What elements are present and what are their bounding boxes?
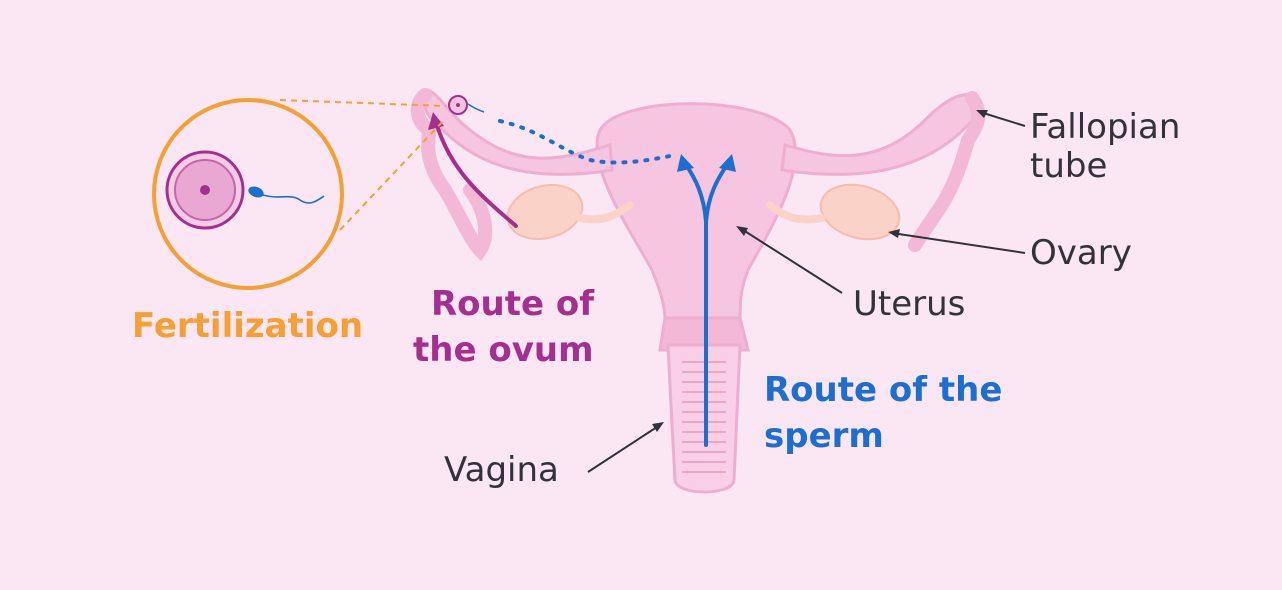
route-sperm-label: Route of the sperm: [764, 368, 1002, 460]
fallopian-tube-pointer-arrowhead: [976, 110, 988, 118]
ovum-route-arrow: [434, 120, 518, 228]
ovum-cell-icon: [165, 150, 245, 230]
route-ovum-label-line1: Route of: [431, 284, 595, 324]
right-ovarian-ligament: [766, 201, 826, 224]
zoom-line-bottom: [339, 117, 447, 231]
right-fimbriae: [908, 91, 986, 252]
uterus-pointer: [739, 227, 843, 294]
route-sperm-label-line1: Route of the: [764, 370, 1003, 410]
right-fallopian-tube: [780, 92, 982, 176]
left-ovary: [506, 184, 584, 240]
fertilization-point-nucleus: [456, 103, 460, 107]
ovary-label: Ovary: [1030, 233, 1132, 273]
fertilization-point-sperm: [467, 103, 485, 113]
fallopian-tube-label-line2: tube: [1030, 146, 1108, 187]
fertilization-label: Fertilization: [132, 306, 364, 346]
right-ovary: [819, 183, 901, 241]
fertilization-zoom-circle: [152, 98, 344, 290]
uterus-shape: [595, 102, 797, 322]
fallopian-tube-label-line1: Fallopian: [1030, 107, 1181, 147]
uterus-label: Uterus: [853, 284, 966, 324]
route-sperm-label-line2: sperm: [764, 415, 884, 456]
zoom-line-top: [279, 99, 447, 107]
left-ovarian-ligament: [576, 201, 634, 224]
sperm-route-dotted: [498, 119, 677, 165]
ovary-pointer: [891, 232, 1026, 254]
left-fimbriae: [410, 88, 493, 261]
ovary-pointer-arrowhead: [888, 229, 900, 238]
vagina-label: Vagina: [444, 450, 559, 490]
route-ovum-label-line2: the ovum: [413, 329, 594, 370]
route-ovum-label: Route of the ovum: [413, 282, 594, 374]
vagina-pointer-arrowhead: [652, 422, 664, 432]
sperm-cell-icon: [248, 186, 325, 204]
sperm-route-right-arrowhead: [719, 154, 736, 172]
vagina-pointer: [587, 424, 661, 473]
fallopian-tube-pointer: [979, 111, 1026, 127]
sperm-route-left-arrowhead: [677, 154, 694, 172]
fallopian-tube-label: Fallopian tube: [1030, 107, 1181, 187]
uterus-pointer-arrowhead: [736, 226, 748, 236]
